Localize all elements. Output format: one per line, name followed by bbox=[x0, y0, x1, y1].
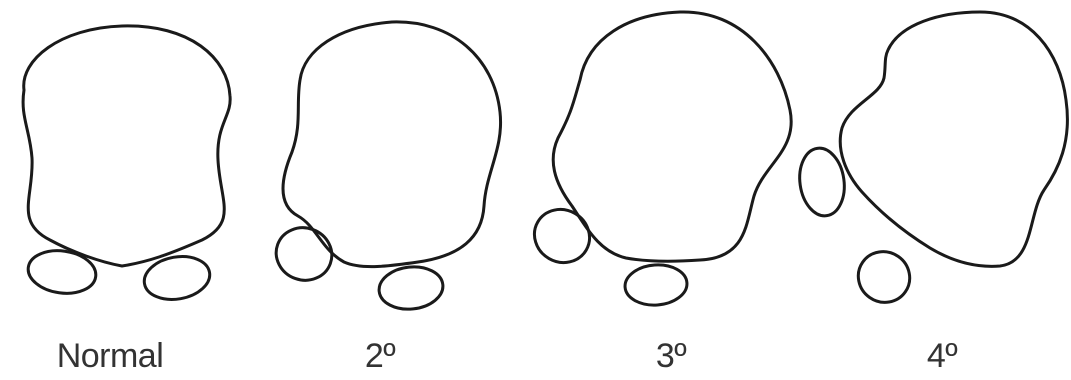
panel-label-grade-2: 2º bbox=[300, 336, 460, 376]
pedicle-right-grade-4 bbox=[848, 242, 919, 313]
panel-label-grade-3: 3º bbox=[591, 336, 751, 376]
vertebral-body-grade-4 bbox=[840, 12, 1067, 266]
panel-grade-2 bbox=[269, 22, 501, 312]
pedicle-right-grade-3 bbox=[624, 263, 689, 307]
vertebral-body-normal bbox=[23, 26, 230, 266]
pedicle-left-grade-4 bbox=[795, 145, 848, 218]
pedicle-right-grade-2 bbox=[377, 264, 445, 312]
pedicle-left-normal bbox=[25, 246, 98, 297]
pedicle-left-grade-3 bbox=[525, 199, 599, 272]
pedicle-left-grade-2 bbox=[269, 220, 339, 288]
panel-grade-3 bbox=[525, 12, 791, 307]
panel-label-grade-4: 4º bbox=[862, 336, 1022, 376]
panel-grade-4 bbox=[795, 12, 1067, 312]
vertebral-body-grade-3 bbox=[553, 12, 791, 261]
panel-label-normal: Normal bbox=[30, 336, 190, 376]
panel-normal bbox=[23, 26, 230, 304]
